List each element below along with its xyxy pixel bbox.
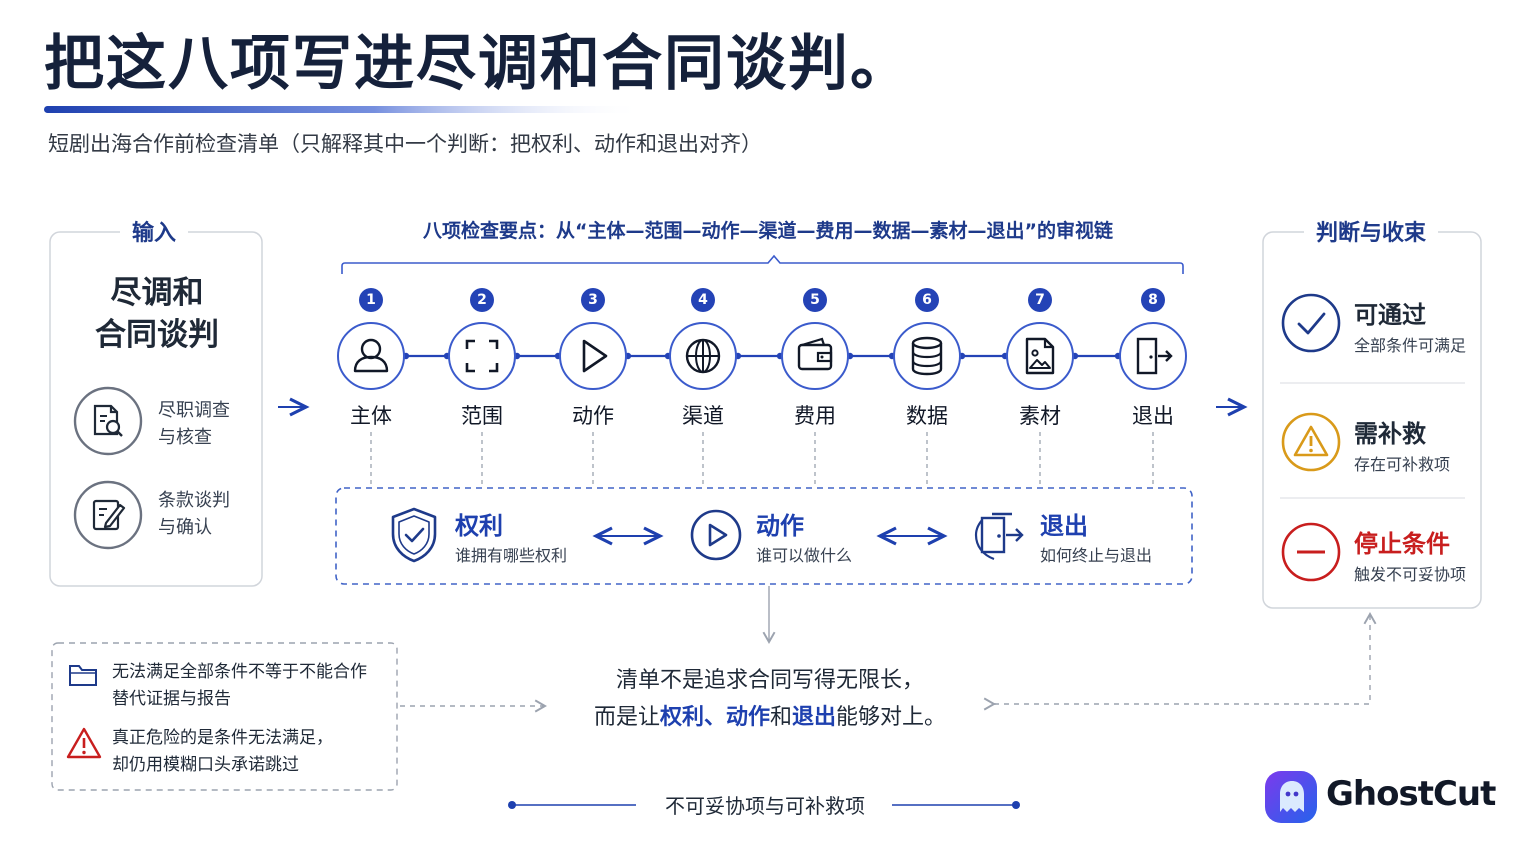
check-circle-icon (1280, 292, 1342, 358)
play-icon (558, 321, 628, 391)
result-sub-pass: 全部条件可满足 (1354, 336, 1467, 355)
notes-box (51, 642, 398, 791)
ghost-logo-icon (1262, 768, 1320, 830)
note-2-line-2: 却仍用模糊口头承诺跳过 (112, 755, 299, 775)
conclusion-line-1: 清单不是追求合同写得无限长， (615, 668, 924, 693)
step-label: 退出 (1132, 404, 1174, 428)
result-title-remedy: 需补救 (1354, 420, 1426, 448)
play-circle-icon (689, 508, 743, 566)
warning-triangle-icon (1280, 411, 1342, 477)
step-number-5: 5 (803, 288, 827, 312)
exit-door-icon (972, 506, 1030, 568)
step-number-2: 2 (470, 288, 494, 312)
result-title-stop: 停止条件 (1354, 530, 1450, 558)
step-label: 动作 (572, 404, 614, 428)
alignment-sub-actions: 谁可以做什么 (756, 546, 853, 565)
note-1-line-2: 替代证据与报告 (112, 689, 231, 709)
step-number-6: 6 (915, 288, 939, 312)
alignment-box (335, 487, 1193, 585)
step-label: 费用 (794, 404, 836, 428)
image-file-icon (1005, 321, 1075, 391)
note-1-line-1: 无法满足全部条件不等于不能合作 (112, 662, 367, 682)
user-icon (336, 321, 406, 391)
result-title-pass: 可通过 (1354, 301, 1426, 329)
result-panel-heading: 判断与收束 (1304, 215, 1439, 247)
exit-door-icon (1118, 321, 1188, 391)
alignment-title-actions: 动作 (756, 512, 804, 540)
input-item-label-2: 条款谈判 与确认 (158, 490, 230, 538)
conclusion-text: 清单不是追求合同写得无限长， 而是让权利、动作和退出能够对上。 (560, 662, 980, 736)
step-number-1: 1 (359, 288, 383, 312)
note-2-line-1: 真正危险的是条件无法满足， (112, 728, 333, 748)
alignment-title-rights: 权利 (455, 512, 503, 540)
page-title: 把这八项写进尽调和合同谈判。 (44, 29, 912, 99)
result-sub-remedy: 存在可补救项 (1354, 455, 1451, 474)
alignment-title-exit: 退出 (1040, 512, 1088, 540)
step-label: 范围 (461, 404, 503, 428)
minus-circle-icon (1280, 521, 1342, 587)
document-search-icon (73, 386, 143, 460)
folder-icon (68, 662, 98, 692)
step-number-3: 3 (581, 288, 605, 312)
step-label: 渠道 (682, 404, 724, 428)
step-number-7: 7 (1028, 288, 1052, 312)
shield-check-icon (388, 506, 440, 568)
danger-triangle-icon (66, 726, 102, 764)
step-label: 主体 (350, 404, 392, 428)
bottom-axis-label: 不可妥协项与可补救项 (665, 794, 865, 818)
database-icon (892, 321, 962, 391)
brand-name: GhostCut (1326, 774, 1496, 814)
edit-document-icon (73, 480, 143, 554)
alignment-sub-rights: 谁拥有哪些权利 (455, 546, 568, 565)
input-panel-heading: 输入 (120, 215, 189, 247)
scope-frame-icon (447, 321, 517, 391)
alignment-sub-exit: 如何终止与退出 (1040, 546, 1153, 565)
page-subtitle: 短剧出海合作前检查清单（只解释其中一个判断：把权利、动作和退出对齐） (48, 132, 762, 156)
title-underline (44, 106, 644, 113)
chain-heading: 八项检查要点：从“主体—范围—动作—渠道—费用—数据—素材—退出”的审视链 (423, 220, 1113, 242)
result-sub-stop: 触发不可妥协项 (1354, 565, 1467, 584)
input-item-label-1: 尽职调查 与核查 (158, 400, 230, 448)
input-panel-title: 尽调和 合同谈判 (95, 275, 219, 353)
step-number-8: 8 (1141, 288, 1165, 312)
step-number-4: 4 (691, 288, 715, 312)
globe-icon (668, 321, 738, 391)
conclusion-line-2: 而是让权利、动作和退出能够对上。 (593, 705, 947, 730)
step-label: 数据 (906, 404, 948, 428)
wallet-icon (780, 321, 850, 391)
step-label: 素材 (1019, 404, 1061, 428)
